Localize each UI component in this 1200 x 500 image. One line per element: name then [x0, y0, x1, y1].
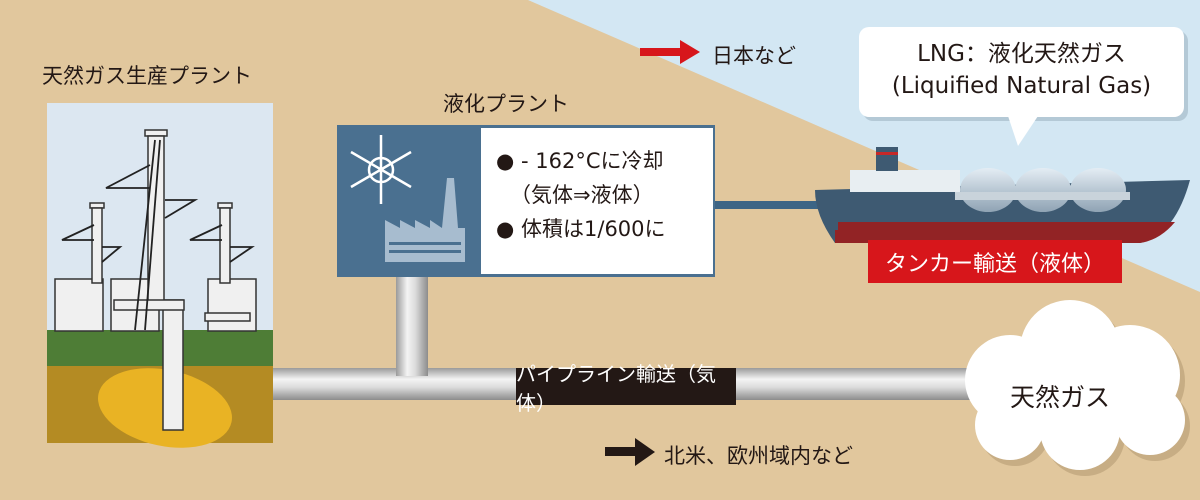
bullet-icon: ●: [496, 217, 515, 241]
natural-gas-cloud: [965, 300, 1190, 476]
lng-definition: LNG：液化天然ガス: [917, 41, 1126, 67]
red-arrow-icon: [640, 40, 700, 64]
lng-speech-bubble: [859, 27, 1188, 146]
bullet-volume: ● 体積は1/600に: [496, 217, 666, 241]
liquefaction-plant-title: 液化プラント: [443, 92, 569, 116]
lng-english-name: (Liquified Natural Gas): [891, 73, 1152, 99]
lng-bubble-text: LNG：液化天然ガス (Liquified Natural Gas): [859, 38, 1184, 102]
tanker-transport-label: タンカー輸送（液体）: [868, 240, 1122, 283]
bullet-cooling: ● - 162°Cに冷却: [496, 149, 664, 173]
bullet-cooling-note: （気体⇒液体）: [510, 183, 654, 207]
pipeline-destination: 北米、欧州域内など: [664, 444, 853, 468]
lng-destination: 日本など: [712, 44, 796, 68]
bullet-icon: ●: [496, 149, 515, 173]
production-plant-title: 天然ガス生産プラント: [42, 64, 252, 88]
lng-tanker-ship: [815, 147, 1190, 243]
factory-icon: [385, 178, 465, 262]
pipeline-vertical: [396, 276, 428, 376]
production-plant-illustration: [47, 103, 273, 448]
liquefaction-bullets: ● - 162°Cに冷却 （気体⇒液体） ● 体積は1/600に: [496, 144, 666, 246]
liquefaction-plant-box: [337, 125, 715, 277]
loading-line: [714, 201, 824, 209]
natural-gas-label: 天然ガス: [1010, 383, 1111, 412]
pipeline-transport-label: パイプライン輸送（気体）: [516, 362, 736, 415]
snowflake-icon: [350, 135, 412, 204]
black-arrow-icon: [605, 438, 655, 466]
